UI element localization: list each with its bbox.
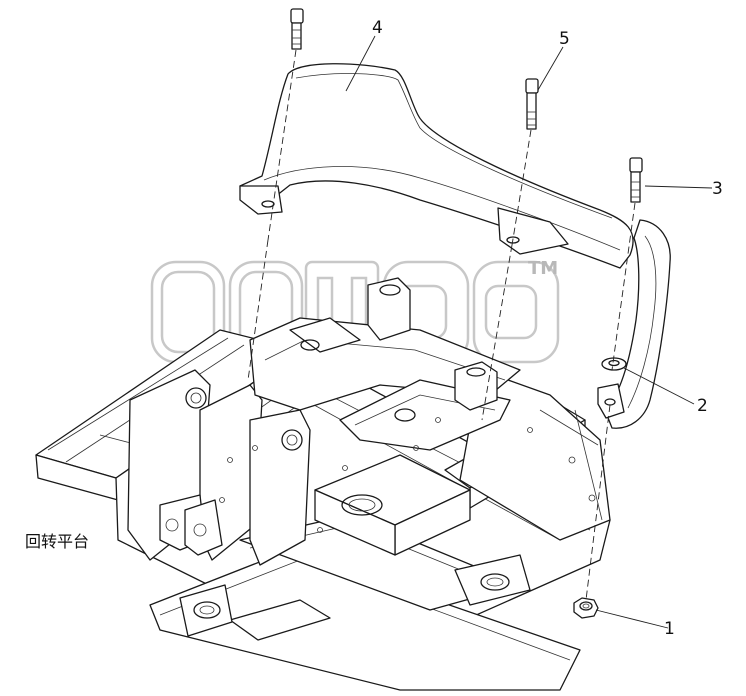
leader-lines (345, 35, 713, 629)
callout-2: 2 (697, 396, 708, 416)
part-3-bolt (629, 157, 643, 203)
callout-5: 5 (559, 29, 570, 49)
watermark-tm: TM (528, 258, 558, 279)
callout-1: 1 (664, 619, 675, 639)
part-2-washer (601, 357, 627, 371)
callout-4: 4 (372, 18, 383, 38)
revolving-platform (35, 277, 611, 691)
part-4-console-guard (239, 63, 671, 429)
part-1-nut (573, 597, 599, 619)
assembly-label: 回转平台 (25, 532, 89, 551)
callout-3: 3 (712, 179, 723, 199)
bolt-left (290, 8, 304, 50)
assembly-centerlines (247, 49, 636, 601)
part-5-bolt (525, 78, 539, 130)
